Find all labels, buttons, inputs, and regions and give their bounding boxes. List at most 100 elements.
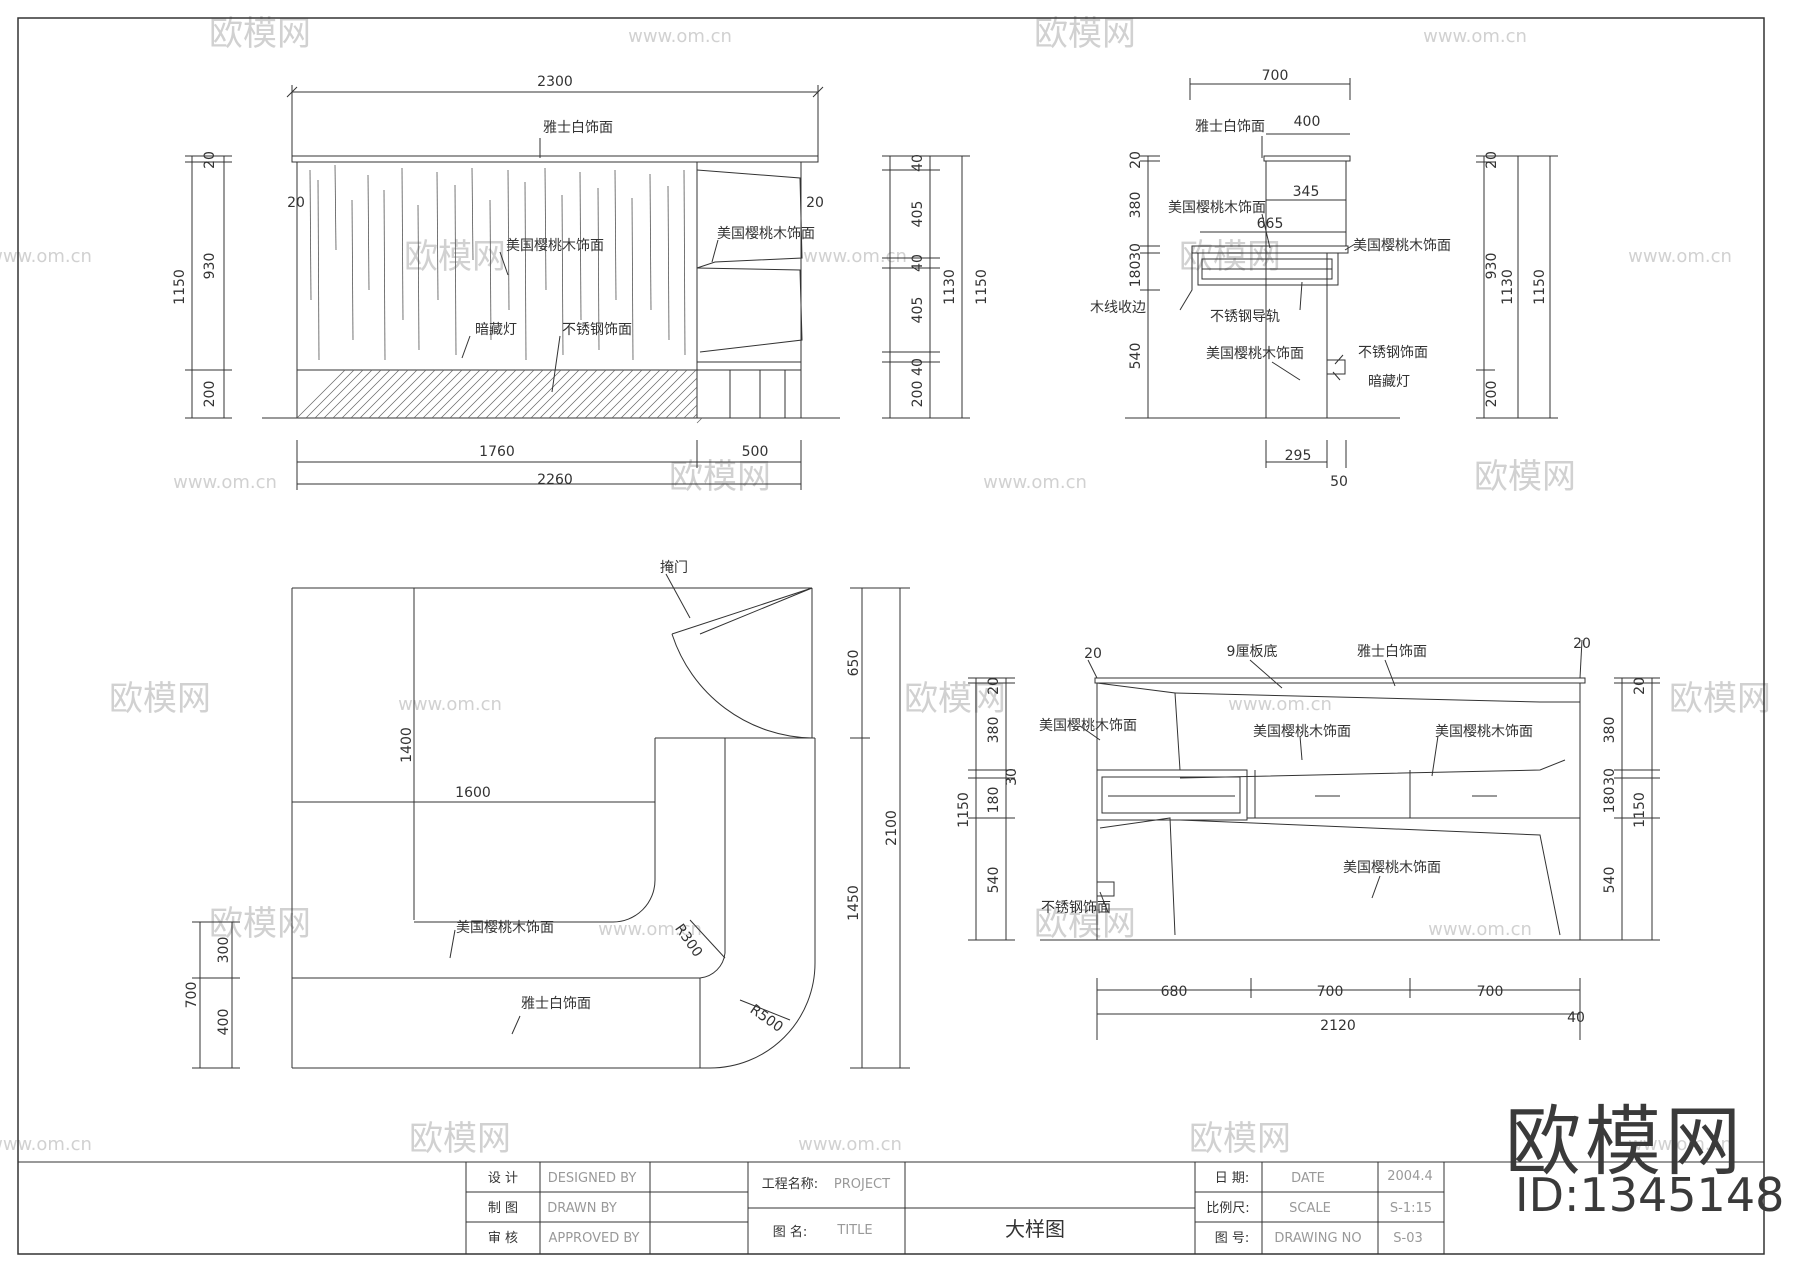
side-label-trim: 木线收边 [1090,300,1146,316]
side-section-text: 700 400 345 665 295 50 20 380 30 180 540… [1090,68,1548,490]
back-right-20: 20 [1632,677,1648,695]
back-label-board: 9厘板底 [1227,644,1278,660]
wood-grain-stroke [579,171,582,321]
base-hatch-stroke [665,386,698,419]
dim-665: 665 [1257,216,1284,232]
watermark-url: www.om.cn [798,1134,902,1155]
watermark-url: www.om.cn [0,246,92,267]
wood-grain-stroke [544,167,547,291]
plan-label-cherry: 美国樱桃木饰面 [456,919,554,936]
back-label-cherry-1: 美国樱桃木饰面 [1039,717,1137,734]
base-hatch-stroke [692,413,698,419]
base-hatch-stroke [530,369,580,419]
dim-edge-20-left: 20 [287,195,305,211]
side-right-930: 930 [1484,253,1500,280]
tb-drawn-en: DRAWN BY [547,1201,617,1216]
wood-grain-stroke [524,181,527,361]
tb-drawing-value: S-03 [1393,1231,1423,1246]
wood-grain-stroke [614,169,617,301]
back-left-380: 380 [986,717,1002,744]
tb-scale-cn: 比例尺: [1206,1201,1249,1216]
watermark-url: www.om.cn [1228,694,1332,715]
wood-grain-stroke [597,187,600,351]
side-section [1125,78,1558,468]
wood-grain-stroke [471,167,474,261]
watermark-brand: 欧模网 [209,14,311,54]
watermark-url: www.om.cn [598,919,702,940]
plan-label-top: 雅士白饰面 [521,996,591,1012]
wood-grain-stroke [649,173,652,311]
base-hatch-stroke [323,369,373,419]
back-elevation-text: 20 20 9厘板底 雅士白饰面 美国樱桃木饰面 美国樱桃木饰面 美国樱桃木饰面… [956,636,1648,1034]
base-hatch-stroke [314,369,364,419]
base-hatch-stroke [620,369,670,419]
base-hatch-stroke [377,369,427,419]
label-top-finish: 雅士白饰面 [543,120,613,136]
label-stainless: 不锈钢饰面 [562,322,632,338]
watermark-brand: 欧模网 [1034,904,1136,944]
side-left-380: 380 [1128,192,1144,219]
watermark-url: www.om.cn [1628,246,1732,267]
tb-designed-en: DESIGNED BY [548,1171,637,1186]
base-hatch-stroke [449,369,499,419]
back-elevation [968,639,1660,1040]
watermark-url: www.om.cn [398,694,502,715]
label-door: 掩门 [660,560,688,576]
base-hatch-stroke [485,369,535,419]
base-hatch-stroke [296,369,346,419]
tb-drawing-cn: 图 号: [1215,1231,1250,1246]
watermark-brand-large: 欧模网 [1505,1097,1745,1186]
side-label-rail: 不锈钢导轨 [1210,309,1280,325]
back-dim-20-left: 20 [1084,646,1102,662]
left-dim-1150: 1150 [172,269,188,305]
side-label-light: 暗藏灯 [1368,374,1410,390]
dim-295: 295 [1285,448,1312,464]
watermark-brand: 欧模网 [209,904,311,944]
watermark-url: www.om.cn [173,472,277,493]
wood-grain-stroke [309,169,312,301]
tb-approved-en: APPROVED BY [548,1231,639,1246]
side-label-cherry-3: 美国樱桃木饰面 [1206,345,1304,362]
back-right-180: 180 [1602,787,1618,814]
watermark-brand: 欧模网 [109,679,211,719]
left-dim-930: 930 [202,253,218,280]
base-hatch-stroke [593,369,643,419]
back-dim-2120: 2120 [1320,1018,1356,1034]
side-left-180: 180 [1128,261,1144,288]
base-hatch-stroke [440,369,490,419]
watermark-brand: 欧模网 [669,457,771,497]
back-dim-680: 680 [1161,984,1188,1000]
watermark-url: www.om.cn [1423,26,1527,47]
base-hatch-stroke [413,369,463,419]
dim-2260: 2260 [537,472,573,488]
back-dim-40: 40 [1567,1010,1585,1026]
sheet-frame [17,17,1765,1255]
back-left-540: 540 [986,867,1002,894]
base-hatch-stroke [458,369,508,419]
left-dim-200: 200 [202,381,218,408]
base-hatch-stroke [584,369,634,419]
side-left-20: 20 [1128,151,1144,169]
back-label-stainless: 不锈钢饰面 [1041,900,1111,916]
right-dim-1150: 1150 [974,269,990,305]
right-dim-405b: 405 [910,297,926,324]
back-dim-20-right: 20 [1573,636,1591,652]
base-hatch-stroke [512,369,562,419]
wood-grain-stroke [317,179,320,361]
right-dim-40b: 40 [910,254,926,272]
back-right-1150: 1150 [1632,792,1648,828]
base-hatch-stroke [305,369,355,419]
wood-grain-stroke [631,197,634,361]
side-label-stainless: 不锈钢饰面 [1358,345,1428,361]
base-hatch-stroke [521,369,571,419]
wood-grain-stroke [351,199,354,341]
watermark-id: ID:1345148 [1515,1168,1785,1222]
tb-date-value: 2004.4 [1387,1169,1433,1184]
dim-345: 345 [1293,184,1320,200]
base-hatch-stroke [476,369,526,419]
wood-grain-stroke [561,194,564,356]
dim-2100: 2100 [884,810,900,846]
tb-drawn-cn: 制 图 [488,1201,518,1216]
base-hatch-stroke [395,369,445,419]
back-label-cherry-2: 美国樱桃木饰面 [1253,723,1351,740]
